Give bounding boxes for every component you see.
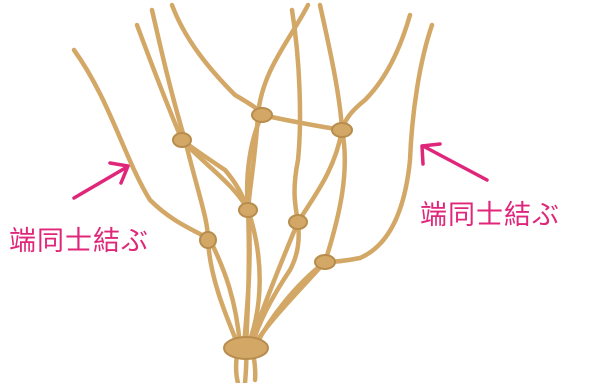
cord	[179, 137, 251, 213]
knot	[172, 132, 192, 148]
right-annotation-label: 端同士結ぶ	[420, 200, 560, 231]
knot	[238, 202, 258, 218]
arrow-icon-head	[108, 161, 130, 185]
cord	[149, 7, 241, 348]
cord	[71, 47, 243, 348]
knot	[288, 214, 308, 230]
arrow-icon	[72, 161, 130, 200]
arrow-icon-shaft	[421, 144, 489, 182]
knots	[172, 107, 353, 360]
cord	[247, 2, 345, 348]
cords	[71, 2, 435, 386]
knot	[331, 122, 353, 138]
knot	[223, 336, 269, 360]
arrow-icon	[420, 142, 489, 182]
cord	[251, 12, 413, 348]
left-annotation-label: 端同士結ぶ	[9, 226, 149, 257]
cord	[253, 22, 435, 348]
knot	[314, 254, 336, 270]
knot	[199, 231, 217, 249]
arrow-icon-shaft	[72, 165, 129, 200]
cord	[243, 2, 311, 348]
arrow-icon-head	[420, 142, 442, 166]
annotation-arrows	[72, 142, 489, 200]
knot	[251, 107, 273, 123]
